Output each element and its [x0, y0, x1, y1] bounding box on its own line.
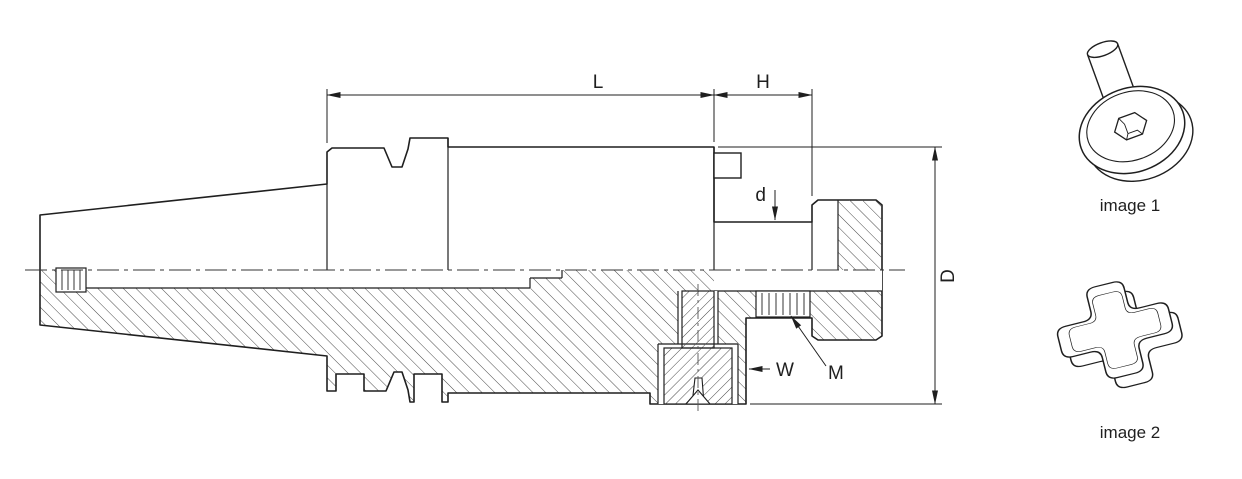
right-bore-band [714, 270, 882, 291]
dimension-D: D [718, 146, 959, 405]
dimension-H: H [713, 72, 813, 196]
dimension-M: M [790, 315, 844, 384]
screw-shank-cap [1086, 40, 1119, 59]
bore-lines [86, 270, 563, 289]
iso-screw [1078, 40, 1194, 182]
thread-pocket-M [755, 290, 811, 318]
dim-label-D: D [938, 269, 959, 283]
cross-key-inner-edge [1068, 291, 1162, 369]
dim-label-L: L [593, 72, 604, 93]
bore-band [86, 270, 530, 288]
upper-profile [39, 137, 883, 270]
dimension-d: d [755, 185, 778, 221]
dimension-W: W [748, 360, 794, 381]
clamp-nut-section [837, 200, 882, 270]
pull-stud-thread [55, 267, 87, 293]
clamp-screw-section [657, 284, 739, 412]
dim-label-H: H [756, 72, 770, 93]
hex-socket-depth [1118, 118, 1143, 140]
illustration-2-caption: image 2 [1100, 423, 1160, 442]
screw-head-chamfer [1086, 90, 1176, 163]
dim-label-d: d [755, 185, 766, 206]
iso-cross-key [1056, 281, 1183, 389]
dimension-L: L [326, 72, 715, 143]
section-outline [39, 270, 883, 405]
outer-outline [39, 137, 883, 270]
illustration-1-caption: image 1 [1100, 196, 1160, 215]
bore-step [530, 270, 562, 278]
cross-key-top [1056, 281, 1174, 379]
dim-label-M: M [828, 363, 844, 384]
face-lines [326, 138, 813, 270]
internal-bores [55, 267, 882, 318]
leader-line [790, 315, 827, 367]
end-lug [713, 152, 742, 179]
dim-label-W: W [776, 360, 794, 381]
